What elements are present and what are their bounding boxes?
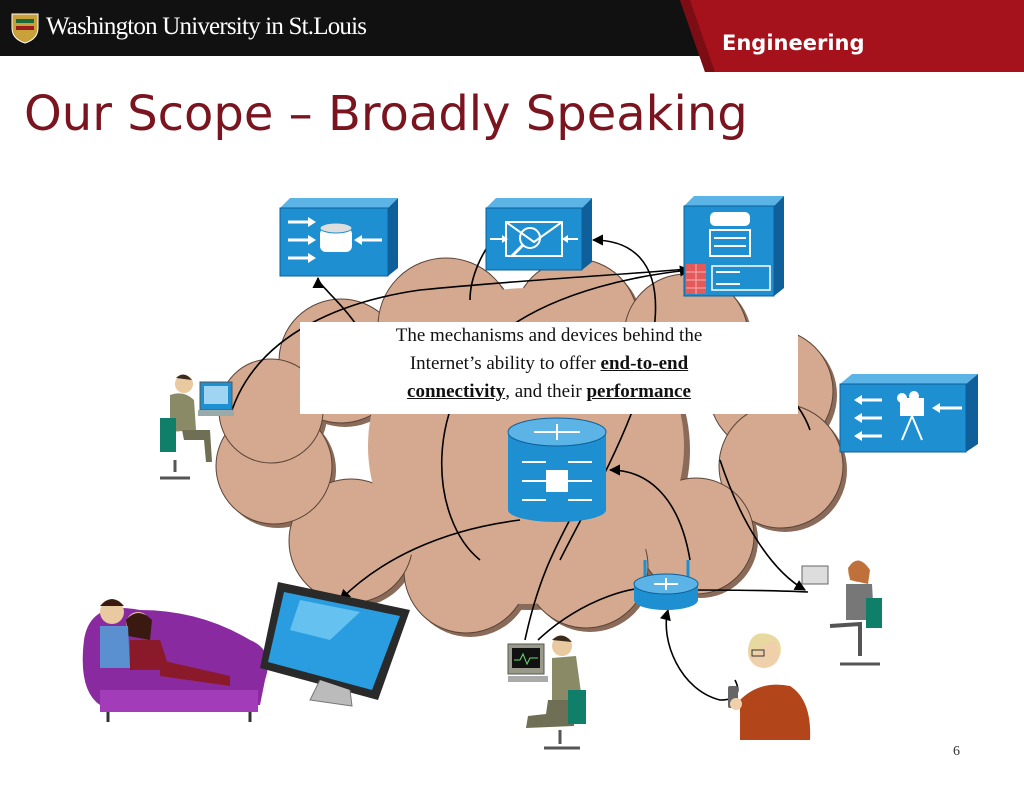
family-couch-icon [82, 599, 268, 722]
mail-server-icon [485, 198, 592, 271]
department-label: Engineering [722, 31, 865, 55]
caption-line-1: The mechanisms and devices behind the [395, 325, 703, 346]
laptop-user-icon [801, 560, 882, 666]
caption-line-2: Internet’s ability to offer [409, 353, 601, 374]
wireless-router-icon [633, 560, 699, 610]
computer-user-icon [160, 374, 234, 480]
header-bar: Washington University in St.Louis Engine… [0, 0, 1024, 72]
connection-lines [231, 224, 811, 701]
university-name: Washington University in St.Louis [46, 13, 367, 40]
computer-user-icon [507, 635, 586, 750]
header-black-band [0, 0, 700, 56]
university-shield-icon [11, 13, 39, 44]
page-number: 6 [953, 744, 960, 759]
storage-server-icon [279, 198, 398, 277]
phone-user-icon [728, 633, 811, 740]
scope-caption: The mechanisms and devices behind the In… [300, 322, 798, 414]
slide-title: Our Scope – Broadly Speaking [24, 86, 748, 142]
caption-emphasis-connectivity: connectivity [407, 381, 506, 402]
header-red-band [680, 0, 1024, 72]
caption-line-3: , and their [505, 381, 587, 402]
tv-monitor-icon [260, 582, 410, 707]
voip-gateway-icon [683, 196, 784, 297]
video-server-icon [839, 374, 978, 453]
router-icon [507, 417, 607, 522]
caption-emphasis-performance: performance [586, 381, 691, 402]
caption-emphasis-end-to-end: end-to-end [600, 353, 689, 374]
